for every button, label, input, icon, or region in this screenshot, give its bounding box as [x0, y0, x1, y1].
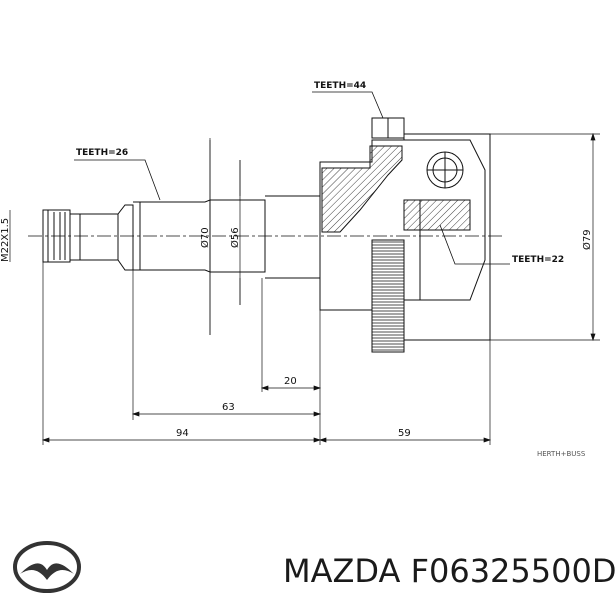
part-outline — [42, 117, 491, 353]
label-dim-94: 94 — [176, 428, 189, 439]
label-dia-56: Ø56 — [229, 227, 241, 248]
leader-lines — [74, 91, 510, 265]
label-teeth-shaft: TEETH=26 — [76, 148, 128, 158]
label-dim-20: 20 — [284, 376, 297, 387]
label-dia-79: Ø79 — [581, 229, 593, 250]
label-dia-70: Ø70 — [199, 227, 211, 248]
watermark-herth-buss: HERTH+BUSS — [537, 450, 586, 458]
label-teeth-ring: TEETH=44 — [314, 81, 366, 91]
abs-ring-teeth — [372, 241, 404, 351]
mazda-logo-icon — [13, 541, 81, 593]
label-dim-59: 59 — [398, 428, 411, 439]
cv-joint-technical-drawing: TEETH=26 TEETH=44 TEETH=22 M22X1.5 Ø70 Ø… — [0, 81, 600, 458]
dimension-lines — [9, 132, 596, 443]
label-thread: M22X1.5 — [0, 218, 11, 262]
part-caption: MAZDA F06325500D — [283, 552, 616, 590]
label-teeth-inner: TEETH=22 — [512, 255, 564, 265]
label-dim-63: 63 — [222, 402, 235, 413]
brand-name: MAZDA — [283, 552, 401, 590]
part-number: F06325500D — [410, 552, 616, 590]
